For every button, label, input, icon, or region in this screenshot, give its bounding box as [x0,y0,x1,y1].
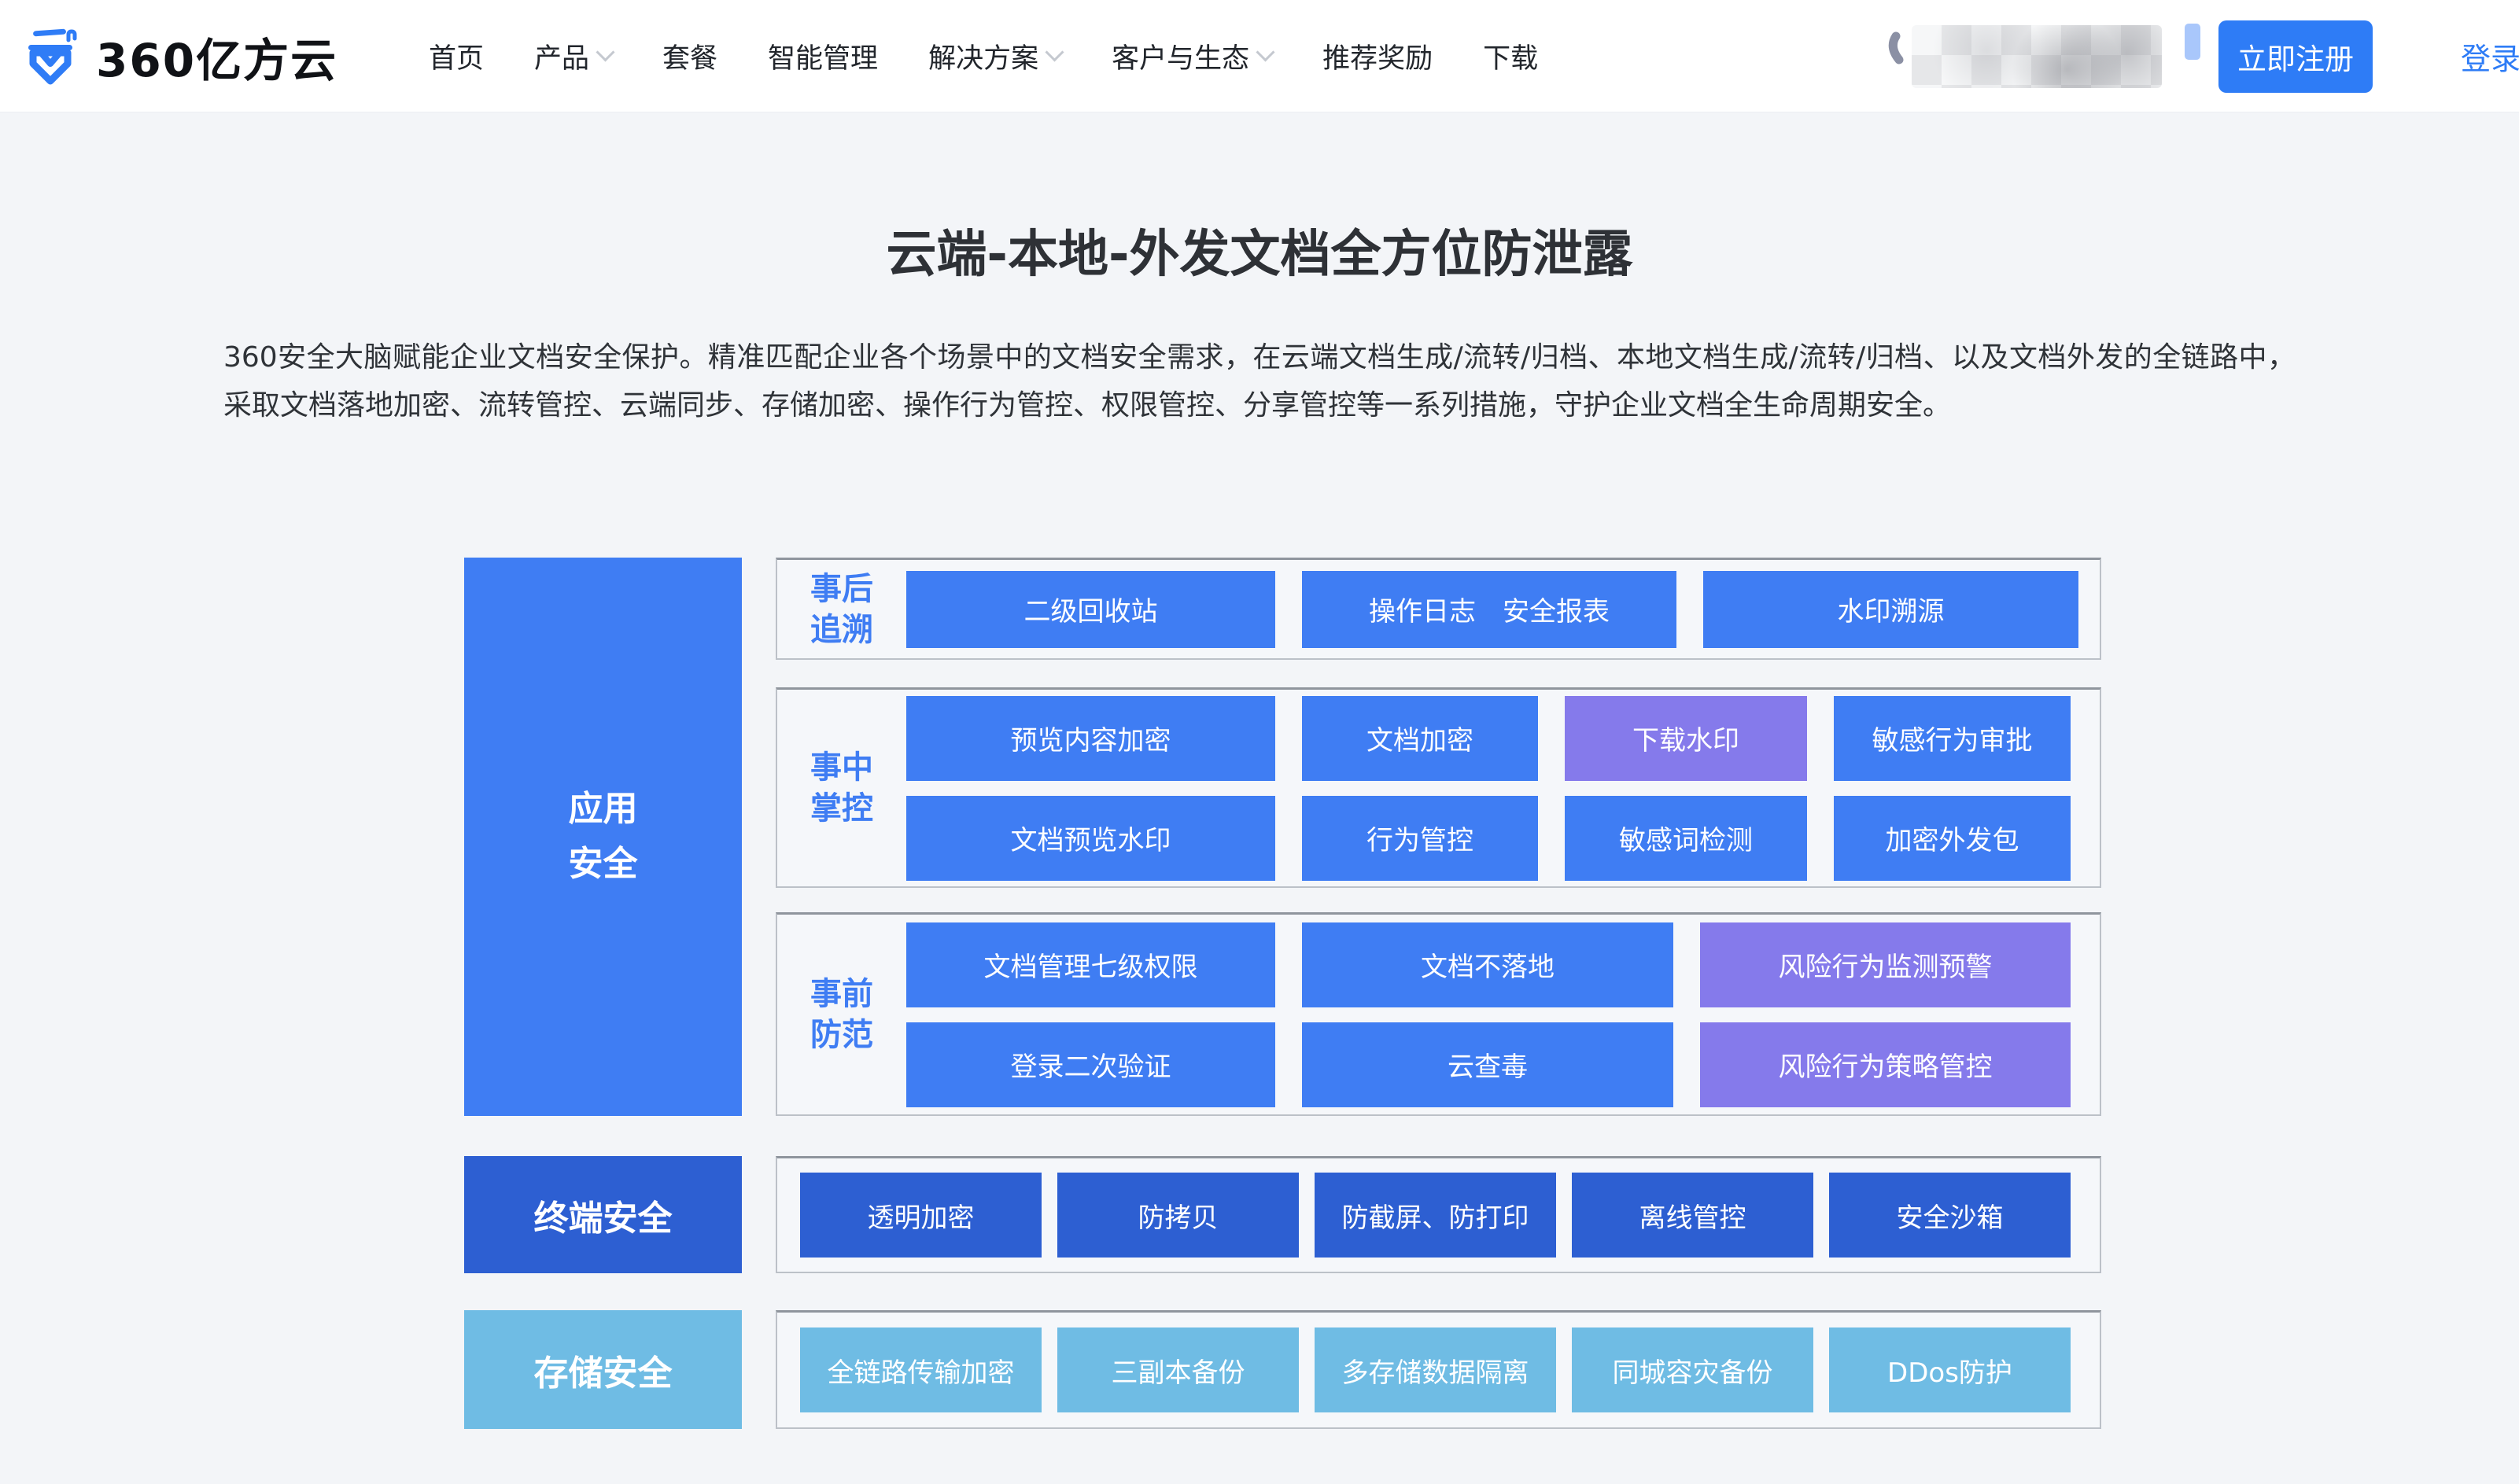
diagram-box: 二级回收站 [906,570,1275,648]
group-post-incident-trace: 事后 追溯 二级回收站操作日志 安全报表水印溯源 [776,558,2101,660]
group-label-post-incident-trace: 事后 追溯 [810,570,873,648]
diagram-box: 风险行为策略管控 [1700,1022,2071,1107]
nav-item-download[interactable]: 下载 [1483,43,1539,75]
diagram-box: 文档加密 [1302,695,1538,781]
diagram-box: 加密外发包 [1834,795,2071,881]
page-description: 360安全大脑赋能企业文档安全保护。精准匹配企业各个场景中的文档安全需求，在云端… [223,341,2296,422]
nav-item-referral-rewards[interactable]: 推荐奖励 [1322,43,1433,75]
group-pre-incident-prevention: 事前 防范 文档管理七级权限文档不落地风险行为监测预警登录二次验证云查毒风险行为… [776,912,2101,1116]
diagram-box: 敏感词检测 [1565,795,1807,881]
nav-item-plans[interactable]: 套餐 [662,43,718,75]
left-block-terminal-security: 终端安全 [464,1156,742,1273]
group-terminal-security-row: 透明加密防拷贝防截屏、防打印离线管控安全沙箱 [776,1156,2101,1273]
main-nav: 首页 产品 套餐 智能管理 解决方案 客户与生态 推荐奖励 下载 [429,0,1538,112]
diagram-box: 敏感行为审批 [1834,695,2071,781]
diagram-box: 行为管控 [1302,795,1538,881]
nav-item-customers-ecosystem[interactable]: 客户与生态 [1112,36,1275,76]
diagram-box: 下载水印 [1565,695,1807,781]
diagram-box: 预览内容加密 [906,695,1275,781]
diagram-box: 三副本备份 [1057,1327,1299,1412]
diagram-box: 文档不落地 [1302,922,1673,1007]
logo[interactable]: 360亿方云 [22,0,337,112]
register-button[interactable]: 立即注册 [2218,20,2373,93]
chevron-down-icon [1045,42,1064,62]
chevron-down-icon [1256,42,1275,62]
diagram-box: 离线管控 [1572,1173,1813,1258]
group-label-pre-incident-prevention: 事前 防范 [810,976,873,1053]
diagram-box: 全链路传输加密 [800,1327,1042,1412]
diagram-box: 水印溯源 [1703,570,2078,648]
censored-phone-number [1912,25,2162,88]
nav-item-solutions[interactable]: 解决方案 [928,36,1064,76]
page-title: 云端-本地-外发文档全方位防泄露 [886,226,1633,284]
diagram-box: DDos防护 [1829,1327,2071,1412]
diagram-box: 防截屏、防打印 [1315,1173,1556,1258]
diagram-box: 操作日志 安全报表 [1302,570,1676,648]
diagram-box: 风险行为监测预警 [1700,922,2071,1007]
nav-item-home[interactable]: 首页 [429,43,485,75]
diagram-box: 防拷贝 [1057,1173,1299,1258]
chevron-down-icon [596,42,615,62]
logo-icon [28,28,77,84]
left-block-storage-security: 存储安全 [464,1310,742,1429]
nav-item-smart-management[interactable]: 智能管理 [768,43,879,75]
diagram-box: 云查毒 [1302,1022,1673,1107]
phone-icon [1888,31,1904,64]
left-block-application-security: 应用 安全 [464,558,742,1116]
censored-fragment [2185,24,2200,60]
login-link[interactable]: 登录 [2461,42,2519,76]
diagram-box: 多存储数据隔离 [1315,1327,1556,1412]
logo-text: 360亿方云 [96,33,338,87]
group-in-process-control: 事中 掌控 预览内容加密文档加密下载水印敏感行为审批文档预览水印行为管控敏感词检… [776,687,2101,888]
diagram-box: 安全沙箱 [1829,1173,2071,1258]
nav-item-products[interactable]: 产品 [534,36,615,76]
security-architecture-diagram: 应用 安全 终端安全 存储安全 事后 追溯 二级回收站操作日志 安全报表水印溯源… [464,558,2101,1431]
diagram-box: 文档管理七级权限 [906,922,1275,1007]
group-label-in-process-control: 事中 掌控 [810,749,873,827]
diagram-box: 同城容灾备份 [1572,1327,1813,1412]
top-navigation-bar: 360亿方云 首页 产品 套餐 智能管理 解决方案 客户与生态 推荐奖励 下载 … [0,0,2519,112]
diagram-box: 透明加密 [800,1173,1042,1258]
diagram-box: 文档预览水印 [906,795,1275,881]
diagram-box: 登录二次验证 [906,1022,1275,1107]
